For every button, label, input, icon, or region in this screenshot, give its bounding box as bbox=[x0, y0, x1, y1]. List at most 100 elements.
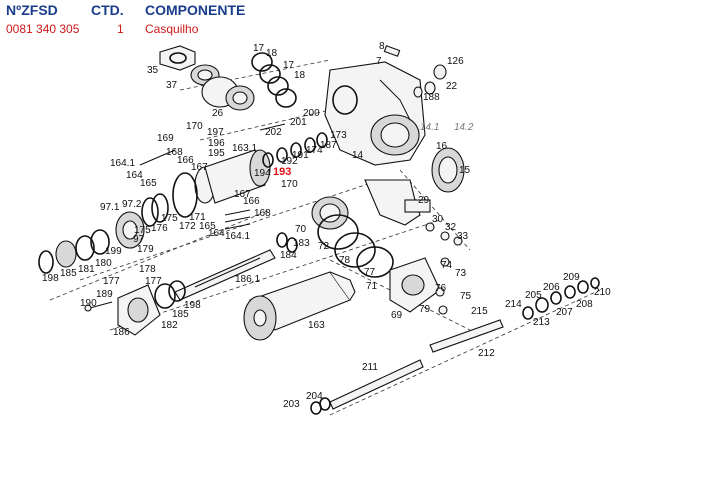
callout-76[interactable]: 76 bbox=[435, 283, 447, 294]
callout-171[interactable]: 171 bbox=[189, 212, 206, 223]
callout-212[interactable]: 212 bbox=[478, 348, 495, 359]
callout-179[interactable]: 179 bbox=[137, 244, 154, 255]
callout-174[interactable]: 174 bbox=[306, 145, 323, 156]
callout-209[interactable]: 209 bbox=[563, 272, 580, 283]
callout-182[interactable]: 182 bbox=[161, 320, 178, 331]
callout-32[interactable]: 32 bbox=[445, 222, 457, 233]
callout-183[interactable]: 183 bbox=[293, 238, 310, 249]
callout-176[interactable]: 176 bbox=[151, 223, 168, 234]
callout-201[interactable]: 201 bbox=[290, 117, 307, 128]
callout-165[interactable]: 165 bbox=[140, 178, 157, 189]
callout-207[interactable]: 207 bbox=[556, 307, 573, 318]
callout-35[interactable]: 35 bbox=[147, 65, 159, 76]
callout-177[interactable]: 177 bbox=[103, 276, 120, 287]
callout-14-1[interactable]: 14.1 bbox=[420, 122, 439, 133]
callout-215[interactable]: 215 bbox=[471, 306, 488, 317]
callout-14-2[interactable]: 14.2 bbox=[454, 122, 474, 133]
callout-193-highlighted[interactable]: 193 bbox=[273, 166, 291, 178]
callout-72[interactable]: 72 bbox=[318, 241, 330, 252]
callout-168[interactable]: 168 bbox=[254, 208, 271, 219]
callout-194[interactable]: 194 bbox=[254, 168, 271, 179]
callout-206[interactable]: 206 bbox=[543, 282, 560, 293]
callout-190[interactable]: 190 bbox=[80, 298, 97, 309]
callout-74[interactable]: 74 bbox=[441, 260, 453, 271]
callout-178[interactable]: 178 bbox=[139, 264, 156, 275]
callout-22[interactable]: 22 bbox=[446, 81, 458, 92]
callout-185[interactable]: 185 bbox=[60, 268, 77, 279]
callout-198[interactable]: 198 bbox=[42, 273, 59, 284]
callout-196[interactable]: 196 bbox=[208, 138, 225, 149]
callout-200[interactable]: 200 bbox=[303, 108, 320, 119]
callout-208[interactable]: 208 bbox=[576, 299, 593, 310]
callout-175[interactable]: 175 bbox=[134, 225, 151, 236]
callout-170[interactable]: 170 bbox=[281, 179, 298, 190]
callout-126[interactable]: 126 bbox=[447, 56, 464, 67]
callout-210[interactable]: 210 bbox=[594, 287, 611, 298]
callout-180[interactable]: 180 bbox=[95, 258, 112, 269]
callout-71[interactable]: 71 bbox=[366, 281, 378, 292]
callout-79[interactable]: 79 bbox=[419, 304, 431, 315]
callout-195[interactable]: 195 bbox=[208, 148, 225, 159]
callout-15[interactable]: 15 bbox=[459, 165, 471, 176]
callout-175[interactable]: 175 bbox=[161, 213, 178, 224]
callout-167[interactable]: 167 bbox=[191, 162, 208, 173]
callout-18[interactable]: 18 bbox=[294, 70, 306, 81]
callout-97-2[interactable]: 97.2 bbox=[122, 199, 142, 210]
callout-78[interactable]: 78 bbox=[339, 255, 351, 266]
callout-192[interactable]: 192 bbox=[281, 156, 298, 167]
callout-186-1[interactable]: 186.1 bbox=[235, 274, 260, 285]
callout-77[interactable]: 77 bbox=[364, 267, 376, 278]
callout-177[interactable]: 177 bbox=[145, 276, 162, 287]
callout-214[interactable]: 214 bbox=[505, 299, 522, 310]
callout-169[interactable]: 169 bbox=[157, 133, 174, 144]
callout-204[interactable]: 204 bbox=[306, 391, 323, 402]
callout-97[interactable]: 97 bbox=[133, 234, 145, 245]
callout-186[interactable]: 186 bbox=[113, 327, 130, 338]
callout-164-1[interactable]: 164.1 bbox=[225, 231, 250, 242]
callout-164[interactable]: 164 bbox=[126, 170, 143, 181]
callout-172[interactable]: 172 bbox=[179, 221, 196, 232]
callout-167[interactable]: 167 bbox=[234, 189, 251, 200]
callout-29[interactable]: 29 bbox=[418, 195, 430, 206]
callout-197[interactable]: 197 bbox=[207, 127, 224, 138]
callout-184[interactable]: 184 bbox=[280, 250, 297, 261]
callout-164-1[interactable]: 164.1 bbox=[110, 158, 135, 169]
callout-16[interactable]: 16 bbox=[436, 141, 448, 152]
callout-70[interactable]: 70 bbox=[295, 224, 307, 235]
callout-198[interactable]: 198 bbox=[184, 300, 201, 311]
callout-181[interactable]: 181 bbox=[78, 264, 95, 275]
callout-173[interactable]: 173 bbox=[330, 130, 347, 141]
callout-168[interactable]: 168 bbox=[166, 147, 183, 158]
callout-166[interactable]: 166 bbox=[243, 196, 260, 207]
callout-69[interactable]: 69 bbox=[391, 310, 403, 321]
callout-30[interactable]: 30 bbox=[432, 214, 444, 225]
callout-203[interactable]: 203 bbox=[283, 399, 300, 410]
callout-165[interactable]: 165 bbox=[199, 221, 216, 232]
callout-17[interactable]: 17 bbox=[253, 43, 265, 54]
callout-163-1[interactable]: 163.1 bbox=[232, 143, 257, 154]
callout-14[interactable]: 14 bbox=[352, 150, 364, 161]
callout-211[interactable]: 211 bbox=[362, 362, 378, 373]
callout-170[interactable]: 170 bbox=[186, 121, 203, 132]
callout-17[interactable]: 17 bbox=[283, 60, 295, 71]
callout-7[interactable]: 7 bbox=[376, 56, 382, 67]
callout-18[interactable]: 18 bbox=[266, 48, 278, 59]
callout-202[interactable]: 202 bbox=[265, 127, 282, 138]
callout-213[interactable]: 213 bbox=[533, 317, 550, 328]
callout-187[interactable]: 187 bbox=[320, 140, 337, 151]
callout-188[interactable]: 188 bbox=[423, 92, 440, 103]
callout-97-1[interactable]: 97.1 bbox=[100, 202, 120, 213]
callout-166[interactable]: 166 bbox=[177, 155, 194, 166]
callout-26[interactable]: 26 bbox=[212, 108, 224, 119]
callout-37[interactable]: 37 bbox=[166, 80, 178, 91]
callout-33[interactable]: 33 bbox=[457, 231, 469, 242]
callout-8[interactable]: 8 bbox=[379, 41, 385, 52]
callout-73[interactable]: 73 bbox=[455, 268, 467, 279]
callout-75[interactable]: 75 bbox=[460, 291, 472, 302]
callout-191[interactable]: 191 bbox=[292, 150, 309, 161]
row-part-number[interactable]: 0081 340 305 bbox=[6, 22, 80, 36]
callout-163[interactable]: 163 bbox=[308, 320, 325, 331]
callout-185[interactable]: 185 bbox=[172, 309, 189, 320]
callout-189[interactable]: 189 bbox=[96, 289, 113, 300]
callout-164[interactable]: 164 bbox=[208, 228, 225, 239]
